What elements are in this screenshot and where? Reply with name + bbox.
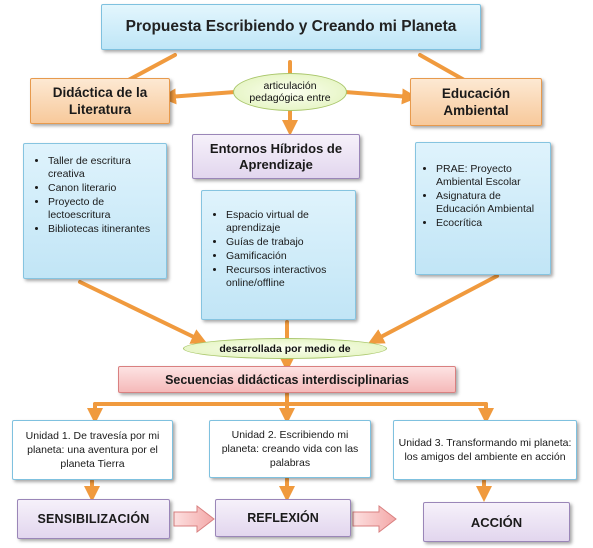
environmental-item: PRAE: Proyecto Ambiental Escolar bbox=[436, 163, 544, 189]
hybrid-title: Entornos Híbridos de Aprendizaje bbox=[209, 140, 343, 172]
unit-3-box: Unidad 3. Transformando mi planeta: los … bbox=[393, 420, 577, 480]
environmental-title: Educación Ambiental bbox=[441, 86, 511, 118]
arrow-right-to-middle bbox=[367, 274, 499, 344]
arrow-left-to-middle bbox=[78, 280, 208, 344]
literature-list: Taller de escritura creativa Canon liter… bbox=[28, 155, 158, 236]
hybrid-list: Espacio virtual de aprendizaje Guías de … bbox=[206, 209, 349, 290]
stage-arrow-2 bbox=[352, 504, 397, 534]
articulation-connector: articulación pedagógica entre bbox=[233, 73, 347, 111]
environmental-title-box: Educación Ambiental bbox=[410, 78, 542, 126]
stage-arrow-1 bbox=[173, 504, 215, 534]
literature-title-box: Didáctica de la Literatura bbox=[30, 78, 170, 124]
literature-item: Taller de escritura creativa bbox=[48, 155, 158, 181]
diagram-title-text: Propuesta Escribiendo y Creando mi Plane… bbox=[125, 18, 457, 35]
hybrid-item: Gamificación bbox=[226, 250, 349, 263]
arrow-connector-to-left bbox=[160, 88, 237, 105]
stage-sensibilizacion-text: SENSIBILIZACIÓN bbox=[37, 512, 150, 526]
stage-reflexion: REFLEXIÓN bbox=[215, 499, 351, 537]
unit-1-box: Unidad 1. De travesía por mi planeta: un… bbox=[12, 420, 173, 480]
sequences-box: Secuencias didácticas interdisciplinaria… bbox=[118, 366, 456, 393]
hybrid-item: Guías de trabajo bbox=[226, 236, 349, 249]
development-connector-text: desarrollada por medio de bbox=[219, 342, 351, 355]
unit-3-text: Unidad 3. Transformando mi planeta: los … bbox=[398, 437, 572, 463]
unit-2-text: Unidad 2. Escribiendo mi planeta: creand… bbox=[221, 429, 359, 469]
environmental-list: PRAE: Proyecto Ambiental Escolar Asignat… bbox=[416, 163, 544, 230]
environmental-list-box: PRAE: Proyecto Ambiental Escolar Asignat… bbox=[415, 142, 551, 275]
environmental-item: Ecocrítica bbox=[436, 217, 544, 230]
hybrid-item: Espacio virtual de aprendizaje bbox=[226, 209, 349, 235]
sequences-text: Secuencias didácticas interdisciplinaria… bbox=[165, 372, 409, 387]
literature-list-box: Taller de escritura creativa Canon liter… bbox=[23, 143, 167, 279]
hybrid-list-box: Espacio virtual de aprendizaje Guías de … bbox=[201, 190, 356, 320]
hybrid-item: Recursos interactivos online/offline bbox=[226, 264, 349, 290]
arrow-connector-to-right bbox=[343, 88, 418, 105]
development-connector: desarrollada por medio de bbox=[183, 338, 387, 359]
articulation-connector-text: articulación pedagógica entre bbox=[249, 80, 331, 104]
diagram-title: Propuesta Escribiendo y Creando mi Plane… bbox=[101, 4, 481, 50]
environmental-item: Asignatura de Educación Ambiental bbox=[436, 190, 544, 216]
hybrid-title-box: Entornos Híbridos de Aprendizaje bbox=[192, 134, 360, 179]
stage-accion-text: ACCIÓN bbox=[470, 514, 523, 530]
literature-item: Proyecto de lectoescritura bbox=[48, 196, 158, 222]
literature-item: Canon literario bbox=[48, 182, 158, 195]
stage-sensibilizacion: SENSIBILIZACIÓN bbox=[17, 499, 170, 539]
unit-2-box: Unidad 2. Escribiendo mi planeta: creand… bbox=[209, 420, 371, 478]
literature-title: Didáctica de la Literatura bbox=[52, 85, 148, 117]
stage-accion: ACCIÓN bbox=[423, 502, 570, 542]
unit-1-text: Unidad 1. De travesía por mi planeta: un… bbox=[25, 430, 160, 470]
stage-reflexion-text: REFLEXIÓN bbox=[247, 511, 319, 525]
literature-item: Bibliotecas itinerantes bbox=[48, 223, 158, 236]
